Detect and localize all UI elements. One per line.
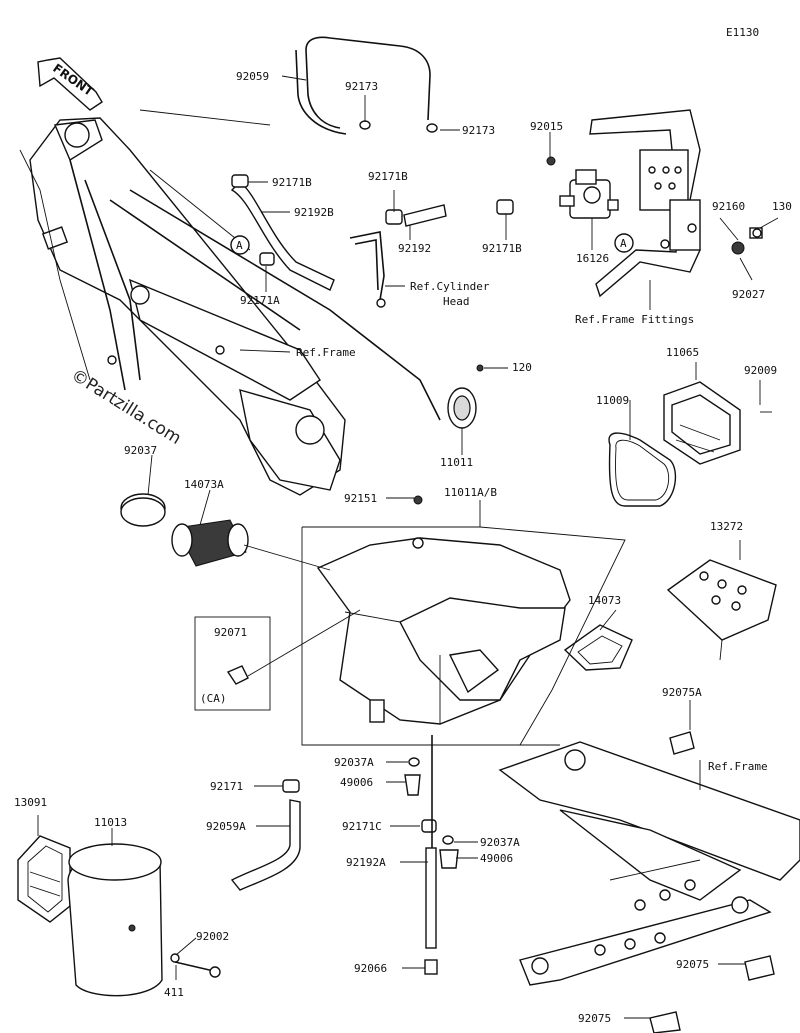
front-arrow-icon: FRONT <box>37 57 103 111</box>
label-92192B: 92192B <box>294 206 334 219</box>
label-ref-cylinder-2: Head <box>443 295 470 308</box>
filter-11013 <box>67 843 163 997</box>
bracket-13272 <box>666 559 777 661</box>
frame-fittings-bracket <box>589 109 763 298</box>
label-92173-a: 92173 <box>345 80 378 93</box>
label-49006-b: 49006 <box>480 852 513 865</box>
label-92151: 92151 <box>344 492 377 505</box>
clamp-92171 <box>282 779 300 793</box>
cap-11011 <box>447 364 484 429</box>
label-ref-cylinder-1: Ref.Cylinder <box>410 280 490 293</box>
callout-labels: 92059 92173 92173 92015 92171B 92192B 92… <box>14 70 792 1025</box>
label-92037A-a: 92037A <box>334 756 374 769</box>
label-92002: 92002 <box>196 930 229 943</box>
duct-14073A <box>171 519 249 567</box>
valve-16126 <box>546 156 619 219</box>
label-120: 120 <box>512 361 532 374</box>
label-92075-b: 92075 <box>578 1012 611 1025</box>
label-130: 130 <box>772 200 792 213</box>
pad-14073 <box>563 624 633 671</box>
label-ref-frame-fittings: Ref.Frame Fittings <box>575 313 694 326</box>
frame-bottom-right <box>498 741 800 986</box>
label-411: 411 <box>164 986 184 999</box>
bolt-92002 <box>170 953 221 978</box>
label-92171C: 92171C <box>342 820 382 833</box>
label-11065: 11065 <box>666 346 699 359</box>
label-14073A: 14073A <box>184 478 224 491</box>
label-ca: (CA) <box>200 692 227 705</box>
marker-a-right: A <box>614 233 634 253</box>
label-92171: 92171 <box>210 780 243 793</box>
label-92059: 92059 <box>236 70 269 83</box>
label-92160: 92160 <box>712 200 745 213</box>
gasket-11009 <box>608 432 677 507</box>
cover-11065 <box>663 381 772 465</box>
hose-92192 <box>349 199 514 308</box>
label-92173-b: 92173 <box>462 124 495 137</box>
label-92192A: 92192A <box>346 856 386 869</box>
label-49006-a: 49006 <box>340 776 373 789</box>
band-92037 <box>120 493 166 527</box>
label-92037: 92037 <box>124 444 157 457</box>
label-13272: 13272 <box>710 520 743 533</box>
hose-92192B <box>230 174 335 291</box>
label-11009: 11009 <box>596 394 629 407</box>
label-92015: 92015 <box>530 120 563 133</box>
marker-a-left-text: A <box>236 239 243 252</box>
label-92066: 92066 <box>354 962 387 975</box>
label-92075-a: 92075 <box>676 958 709 971</box>
label-92192: 92192 <box>398 242 431 255</box>
air-box-11011AB <box>316 495 571 725</box>
label-92171B-b: 92171B <box>368 170 408 183</box>
label-92027: 92027 <box>732 288 765 301</box>
label-11011: 11011 <box>440 456 473 469</box>
bushing-92075A <box>669 731 695 755</box>
bushing-92075-b <box>649 1011 681 1033</box>
label-14073: 14073 <box>588 594 621 607</box>
label-92071: 92071 <box>214 626 247 639</box>
screen-13091 <box>17 835 71 923</box>
label-92171B-a: 92171B <box>272 176 312 189</box>
frame-illustration <box>19 109 441 496</box>
label-92171B-c: 92171B <box>482 242 522 255</box>
label-11013: 11013 <box>94 816 127 829</box>
diagram-code: E1130 <box>726 26 759 39</box>
label-92171A: 92171A <box>240 294 280 307</box>
label-ref-frame-bottom: Ref.Frame <box>708 760 768 773</box>
box-92071 <box>194 616 271 711</box>
label-ref-frame-top: Ref.Frame <box>296 346 356 359</box>
hose-92059A <box>230 799 301 891</box>
bushing-92075-a <box>744 955 775 981</box>
pipe-assembly-center <box>404 735 459 975</box>
watermark: ©Partzilla.com <box>67 365 184 449</box>
label-13091: 13091 <box>14 796 47 809</box>
marker-a-left: A <box>230 235 250 255</box>
label-92075A: 92075A <box>662 686 702 699</box>
label-11011AB: 11011A/B <box>444 486 497 499</box>
label-92009: 92009 <box>744 364 777 377</box>
label-92037A-b: 92037A <box>480 836 520 849</box>
marker-a-right-text: A <box>620 237 627 250</box>
label-16126: 16126 <box>576 252 609 265</box>
leader-lines <box>37 75 779 1019</box>
label-92059A: 92059A <box>206 820 246 833</box>
tube-92059 <box>295 36 438 135</box>
